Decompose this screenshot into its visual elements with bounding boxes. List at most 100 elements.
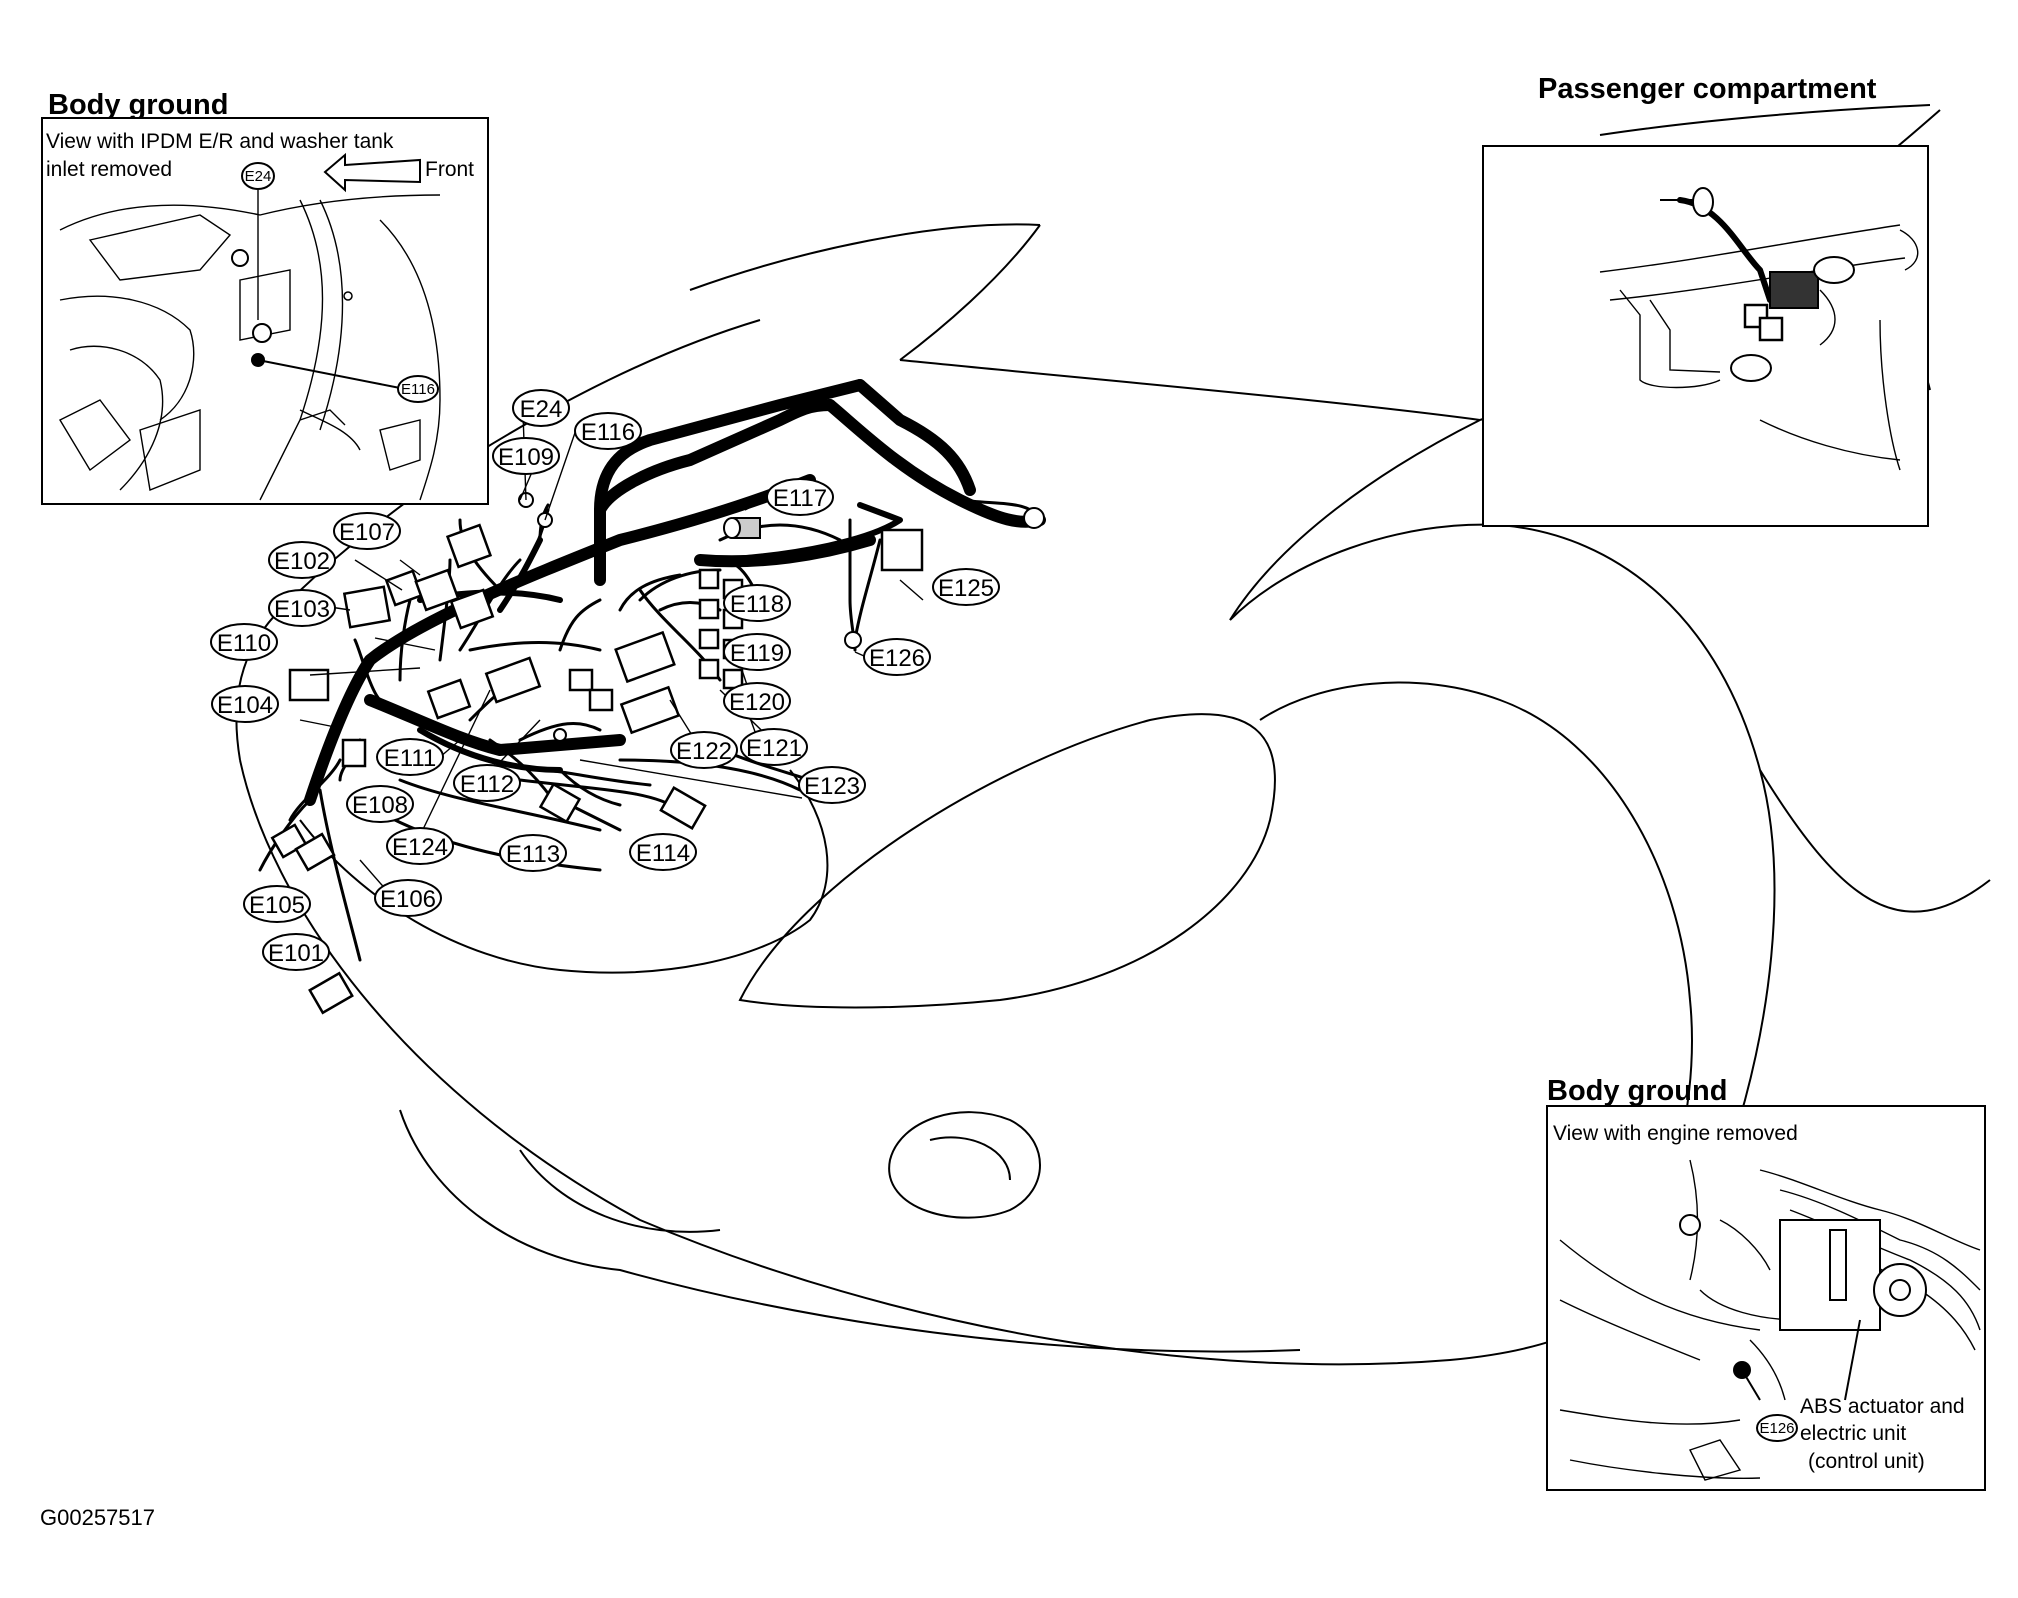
figure-id: G00257517 [40,1505,155,1530]
inset-title: Body ground [48,89,228,121]
connector-label-e120: E120 [723,682,791,720]
abs-label-line1: ABS actuator and [1800,1395,1965,1418]
hood-top-edge [899,224,1041,361]
svg-text:E122: E122 [676,738,732,765]
side-body-line [1759,769,1991,913]
svg-text:E113: E113 [506,841,560,868]
hood-side-edge [449,319,761,471]
connector-label-e131 [1813,256,1855,284]
svg-text:E121: E121 [746,735,802,762]
top-branch [594,379,866,516]
svg-text:E114: E114 [636,840,690,867]
connector-label-e111: E111 [376,738,444,776]
connector-label-e124: E124 [386,827,454,865]
connector-label-e105: E105 [243,885,311,923]
engine-harness [258,379,1046,1015]
svg-text:E117: E117 [773,485,827,512]
connector-label-e24-inset: E24 [241,162,275,190]
svg-text:E126: E126 [1759,1420,1794,1437]
connector-label-e121: E121 [740,728,808,766]
connector-label-e108: E108 [346,785,414,823]
connector-label-e126: E126 [863,638,931,676]
svg-text:E101: E101 [268,940,324,967]
connector-label-e103: E103 [268,589,336,627]
hood-line [689,223,1041,291]
svg-text:E24: E24 [520,396,563,423]
front-branch [364,694,626,756]
connector-label-e24: E24 [512,389,570,427]
inset-caption-line1: View with IPDM E/R and washer tank [46,130,394,153]
svg-text:E119: E119 [730,640,784,667]
inset-title: Passenger compartment [1538,73,1877,105]
right-branch [824,399,1046,528]
svg-text:E116: E116 [401,381,435,398]
connector-label-e107: E107 [333,512,401,550]
connector-label-e126-inset: E126 [1756,1414,1798,1442]
side-harness [717,502,903,563]
svg-text:E110: E110 [217,630,271,657]
upper-trunk [594,399,836,586]
connector-label-e112: E112 [453,764,521,802]
connector-label-e104: E104 [211,685,279,723]
svg-text:E125: E125 [938,575,994,602]
connector-label-e116: E116 [574,412,642,450]
connector-label-e101: E101 [262,933,330,971]
connector-label-e113: E113 [499,834,567,872]
fender-arch-outer [1229,523,1776,1151]
svg-text:E123: E123 [804,773,860,800]
cowl-line [899,359,1481,421]
fog-lamp-inner [929,1136,1011,1181]
svg-text:E124: E124 [392,834,448,861]
inset-sketch [1599,187,1919,471]
svg-text:E111: E111 [384,745,437,772]
svg-text:E118: E118 [730,591,784,618]
svg-text:E104: E104 [217,692,273,719]
svg-text:E103: E103 [274,596,330,623]
inset-caption-line2: inlet removed [46,158,172,181]
svg-text:E120: E120 [729,689,785,716]
svg-text:E24: E24 [245,168,272,185]
connector-label-e122: E122 [670,731,738,769]
connector-label-e118: E118 [723,584,791,622]
inset-passenger-compartment: Passenger compartment [1482,73,1929,527]
connector-label-e114: E114 [629,833,697,871]
svg-text:E112: E112 [460,771,514,798]
fender-top [1229,419,1481,621]
front-bumper-top [239,759,1651,1366]
svg-text:E106: E106 [380,886,436,913]
connector-label-e123: E123 [798,766,866,804]
svg-text:E102: E102 [274,548,330,575]
connector-label-e106: E106 [374,879,442,917]
connector-label-e125: E125 [932,568,1000,606]
inset-sketch [1559,1159,1981,1481]
connector-label-e110: E110 [210,623,278,661]
connector-callouts: E24 E116 E109 E107 E102 E103 E110 E104 [210,389,1000,971]
inset-sketch [59,190,441,501]
inset-body-ground-top: Body ground View with IPDM E/R and washe… [41,89,489,505]
svg-text:E105: E105 [249,892,305,919]
fog-lamp-outline [888,1111,1041,1219]
abs-label-line3: (control unit) [1808,1450,1925,1473]
svg-text:E116: E116 [581,419,635,446]
inset-title: Body ground [1547,1075,1727,1107]
abs-label-line2: electric unit [1800,1422,1906,1445]
connector-label-e119: E119 [723,633,791,671]
front-label: Front [425,158,474,181]
connector-label-e132 [1730,354,1772,382]
connector-label-e116-inset: E116 [397,375,439,403]
svg-text:E126: E126 [869,645,925,672]
front-arrow-icon [323,152,421,193]
svg-text:E107: E107 [339,519,395,546]
connector-label-e102: E102 [268,541,336,579]
roof-line [1599,104,1931,136]
connector-label-e117: E117 [766,478,834,516]
upper-right-branch [854,379,976,496]
headlamp-outline [738,713,1276,1009]
inset-caption: View with engine removed [1553,1122,1798,1145]
svg-text:E109: E109 [498,444,554,471]
front-bumper-lower [399,1109,1301,1353]
grille-line [519,1149,721,1233]
connector-label-e109: E109 [492,437,560,475]
